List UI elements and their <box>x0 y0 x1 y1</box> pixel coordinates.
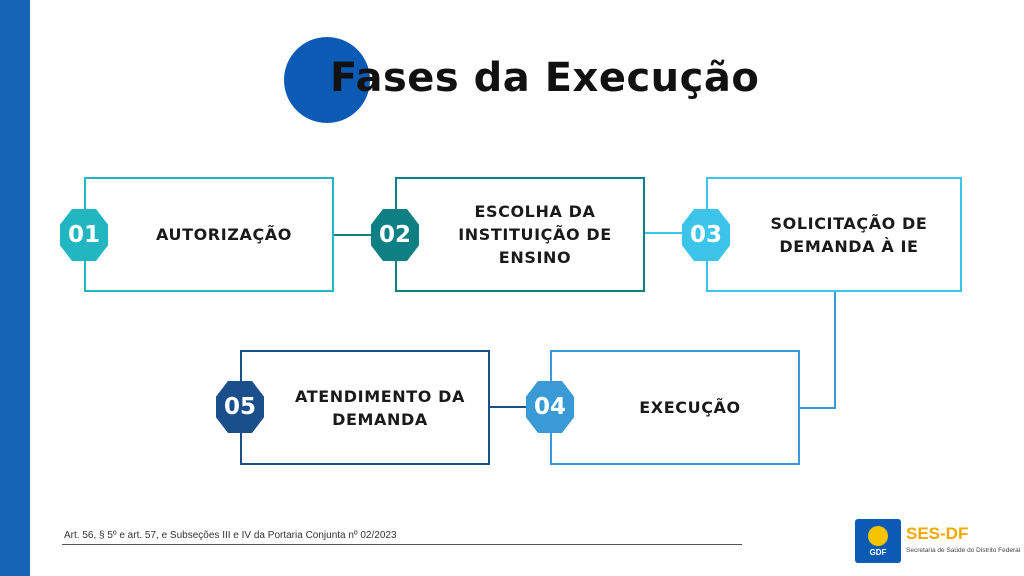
sun-flower-icon <box>868 526 888 546</box>
phase-box-04: EXECUÇÃO <box>550 350 800 465</box>
phase-label-04: EXECUÇÃO <box>639 398 741 417</box>
legal-reference-note: Art. 56, § 5º e art. 57, e Subseções III… <box>64 530 397 541</box>
phase-label-02: ESCOLHA DA INSTITUIÇÃO DE ENSINO <box>458 202 612 267</box>
title-circle-decoration <box>284 37 370 123</box>
page-title: Fases da Execução <box>330 55 760 101</box>
phase-badge-05: 05 <box>216 381 264 433</box>
connector-03-04 <box>799 292 836 409</box>
ses-df-logo-text: SES-DF <box>906 524 969 543</box>
footer-divider <box>62 544 742 545</box>
gdf-logo-emblem: GDF <box>855 519 901 563</box>
phase-label-05: ATENDIMENTO DA DEMANDA <box>294 386 465 429</box>
phase-badge-03: 03 <box>682 209 730 261</box>
phase-badge-04: 04 <box>526 381 574 433</box>
gdf-emblem-text: GDF <box>869 548 887 557</box>
phase-badge-02: 02 <box>371 209 419 261</box>
phase-label-03: SOLICITAÇÃO DE DEMANDA À IE <box>770 213 928 256</box>
phase-label-01: AUTORIZAÇÃO <box>156 225 292 244</box>
phase-box-01: AUTORIZAÇÃO <box>84 177 334 292</box>
side-accent-bar <box>0 0 30 576</box>
phase-box-03: SOLICITAÇÃO DE DEMANDA À IE <box>706 177 962 292</box>
phase-box-02: ESCOLHA DA INSTITUIÇÃO DE ENSINO <box>395 177 645 292</box>
ses-df-logo-subtitle: Secretaria de Saúde do Distrito Federal <box>906 547 1021 554</box>
phase-box-05: ATENDIMENTO DA DEMANDA <box>240 350 490 465</box>
phase-badge-01: 01 <box>60 209 108 261</box>
